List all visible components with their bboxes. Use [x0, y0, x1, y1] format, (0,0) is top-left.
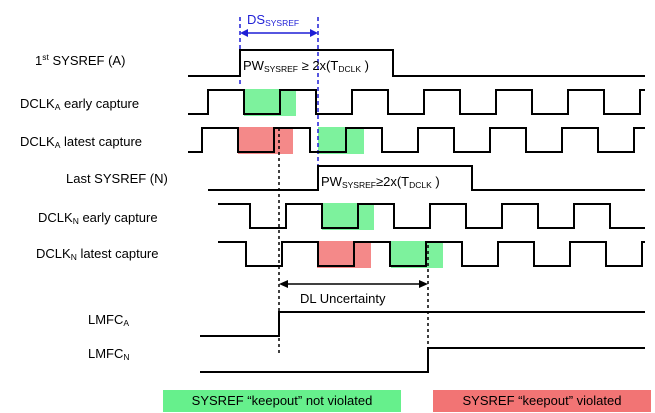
sysref-n-waveform [208, 165, 645, 191]
ds-label: DSSYSREF [247, 12, 299, 28]
pw-annotation-a: PWSYSREF ≥ 2x(TDCLK ) [243, 58, 369, 74]
sysref-a-waveform [188, 49, 645, 77]
label-dclk-n-latest: DCLKN latest capture [36, 246, 158, 262]
label-dclk-n-early: DCLKN early capture [38, 210, 158, 226]
dclk-a-early-waveform [188, 89, 645, 115]
keepout-ok-dclk-a-latest [318, 127, 364, 154]
keepout-ok-dclk-n-latest [391, 241, 443, 268]
keepout-bad-dclk-n-latest [317, 241, 371, 268]
lmfc-n-waveform [200, 347, 645, 373]
dclk-n-latest-waveform [218, 241, 645, 267]
dl-uncertainty-label: DL Uncertainty [300, 291, 386, 306]
legend-keepout-violated: SYSREF “keepout” violated [433, 390, 651, 412]
dclk-a-latest-waveform [188, 127, 645, 153]
lmfc-a-waveform [200, 311, 645, 337]
label-dclk-a-early: DCLKA early capture [20, 96, 139, 112]
dclk-n-early-waveform [218, 203, 645, 229]
dl-uncertainty-arrow-right-head [419, 280, 428, 288]
label-lmfc-a: LMFCA [88, 312, 129, 328]
ds-arrow-right-head [310, 29, 318, 37]
label-dclk-a-latest: DCLKA latest capture [20, 134, 142, 150]
keepout-ok-dclk-a-early [244, 89, 296, 116]
label-sysref-a: 1st SYSREF (A) [35, 52, 125, 68]
label-lmfc-n: LMFCN [88, 346, 130, 362]
keepout-ok-dclk-n-early [322, 203, 374, 230]
dl-uncertainty-arrow-left-head [279, 280, 288, 288]
pw-annotation-n: PWSYSREF≥2x(TDCLK ) [321, 174, 440, 190]
legend-keepout-not-violated: SYSREF “keepout” not violated [163, 390, 401, 412]
keepout-bad-dclk-a-latest [238, 127, 293, 154]
ds-arrow-left-head [240, 29, 248, 37]
label-sysref-n: Last SYSREF (N) [66, 171, 168, 186]
